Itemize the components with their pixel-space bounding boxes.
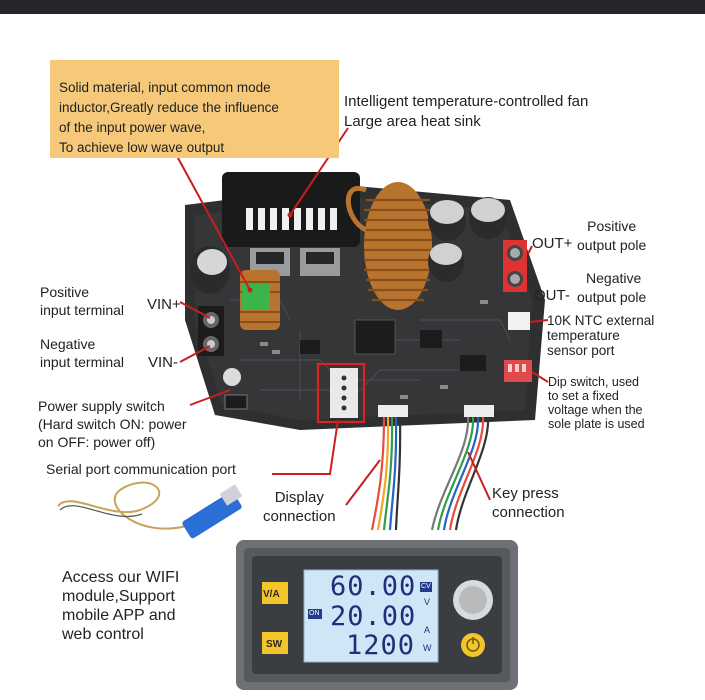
negative-output-label: Negative output pole [577, 270, 646, 306]
display-connection-label: Display connection [263, 488, 336, 526]
out-minus-label: OUT- [534, 287, 570, 304]
label-line: module,Support [62, 588, 175, 605]
label-line: connection [263, 508, 336, 525]
label-line: temperature [547, 328, 620, 343]
label-line: input terminal [40, 354, 125, 370]
capacitors [190, 197, 507, 294]
unit-amp: A [424, 625, 431, 635]
label-line: Positive [40, 284, 90, 300]
heat-sink [222, 172, 360, 247]
label-line: Access our WIFI [62, 569, 180, 586]
lcd-screen [304, 570, 438, 662]
label-line: Negative [40, 336, 96, 352]
label-line: sole plate is used [548, 417, 645, 431]
fan-label: Intelligent temperature-controlled fan L… [344, 93, 588, 130]
wifi-label: Access our WIFI module,Support mobile AP… [62, 568, 179, 644]
vin-minus-label: VIN- [148, 354, 178, 371]
on-badge: ON [309, 610, 320, 617]
top-bar [0, 0, 705, 14]
callout-line: inductor,Greatly reduce the influence [59, 100, 279, 115]
ntc-label: 10K NTC external temperature sensor port [547, 313, 654, 358]
output-terminals [503, 240, 527, 292]
label-line: output pole [577, 237, 647, 253]
fan-label-line: Intelligent temperature-controlled fan [344, 93, 589, 110]
label-line: on OFF: power off) [38, 434, 156, 450]
dip-switch-label: Dip switch, used to set a fixed voltage … [548, 375, 645, 431]
vin-plus-label: VIN+ [147, 296, 181, 313]
positive-input-label: Positive input terminal [40, 284, 124, 319]
display-module [236, 540, 518, 690]
label-line: Negative [586, 270, 642, 286]
voltage-readout: 60.00 [330, 571, 417, 602]
power-readout: 1200 [346, 630, 416, 661]
fan-label-line: Large area heat sink [344, 113, 481, 130]
va-button-label[interactable]: V/A [263, 589, 280, 600]
unit-volt: V [424, 597, 431, 607]
label-line: Display [274, 489, 324, 506]
sw-button-label[interactable]: SW [266, 639, 283, 650]
label-line: sensor port [547, 343, 615, 358]
label-line: connection [492, 504, 565, 521]
label-line: voltage when the [548, 403, 643, 417]
label-line: Key press [492, 485, 559, 502]
callout-line: To achieve low wave output [59, 140, 225, 155]
label-line: (Hard switch ON: power [38, 416, 187, 432]
power-button [461, 633, 485, 657]
label-line: to set a fixed [548, 389, 619, 403]
inductor-callout: Solid material, input common mode induct… [50, 60, 339, 158]
label-line: mobile APP and [62, 607, 176, 624]
label-line: input terminal [40, 302, 125, 318]
label-line: Positive [587, 218, 637, 234]
va-button [262, 582, 288, 604]
label-line: output pole [577, 289, 647, 305]
wifi-module [57, 481, 243, 539]
negative-input-label: Negative input terminal [40, 336, 124, 371]
power-switch-label: Power supply switch (Hard switch ON: pow… [38, 397, 187, 451]
common-mode-inductor [242, 284, 270, 310]
callout-line: of the input power wave, [59, 120, 206, 135]
cv-badge: CV [421, 583, 431, 590]
current-readout: 20.00 [330, 601, 417, 632]
label-line: web control [62, 626, 144, 643]
key-press-connection-label: Key press connection [492, 484, 565, 522]
positive-output-label: Positive output pole [577, 218, 646, 254]
unit-watt: W [423, 643, 432, 653]
label-line: Power supply switch [38, 398, 165, 414]
callout-line: Solid material, input common mode [59, 80, 271, 95]
serial-port-label: Serial port communication port [46, 461, 236, 477]
label-line: Dip switch, used [548, 375, 640, 389]
sw-button [262, 632, 288, 654]
out-plus-label: OUT+ [532, 235, 573, 252]
label-line: 10K NTC external [547, 313, 655, 328]
copper-inductor [364, 182, 432, 310]
